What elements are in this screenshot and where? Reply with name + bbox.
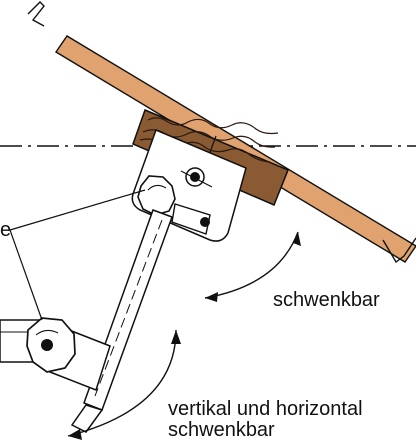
board-frame-right (382, 237, 416, 264)
vertical-horizontal-label-line1: vertikal und horizontal (168, 398, 363, 420)
vertical-horizontal-arrow (67, 329, 181, 440)
pivot-bolt-top (180, 167, 213, 188)
left-label-fragment: e (0, 219, 12, 241)
swivel-arrow (204, 231, 301, 302)
clamp-bracket (171, 203, 211, 235)
swivel-arm (70, 209, 173, 433)
swivel-label: schwenkbar (273, 289, 380, 311)
upper-knob (137, 175, 176, 216)
vertical-horizontal-label: vertikal und horizontal schwenkbar (168, 399, 363, 441)
leader-lines (9, 189, 146, 321)
board-frame (27, 1, 45, 27)
lower-knob (26, 317, 76, 373)
vertical-horizontal-label-line2: schwenkbar (168, 419, 275, 441)
